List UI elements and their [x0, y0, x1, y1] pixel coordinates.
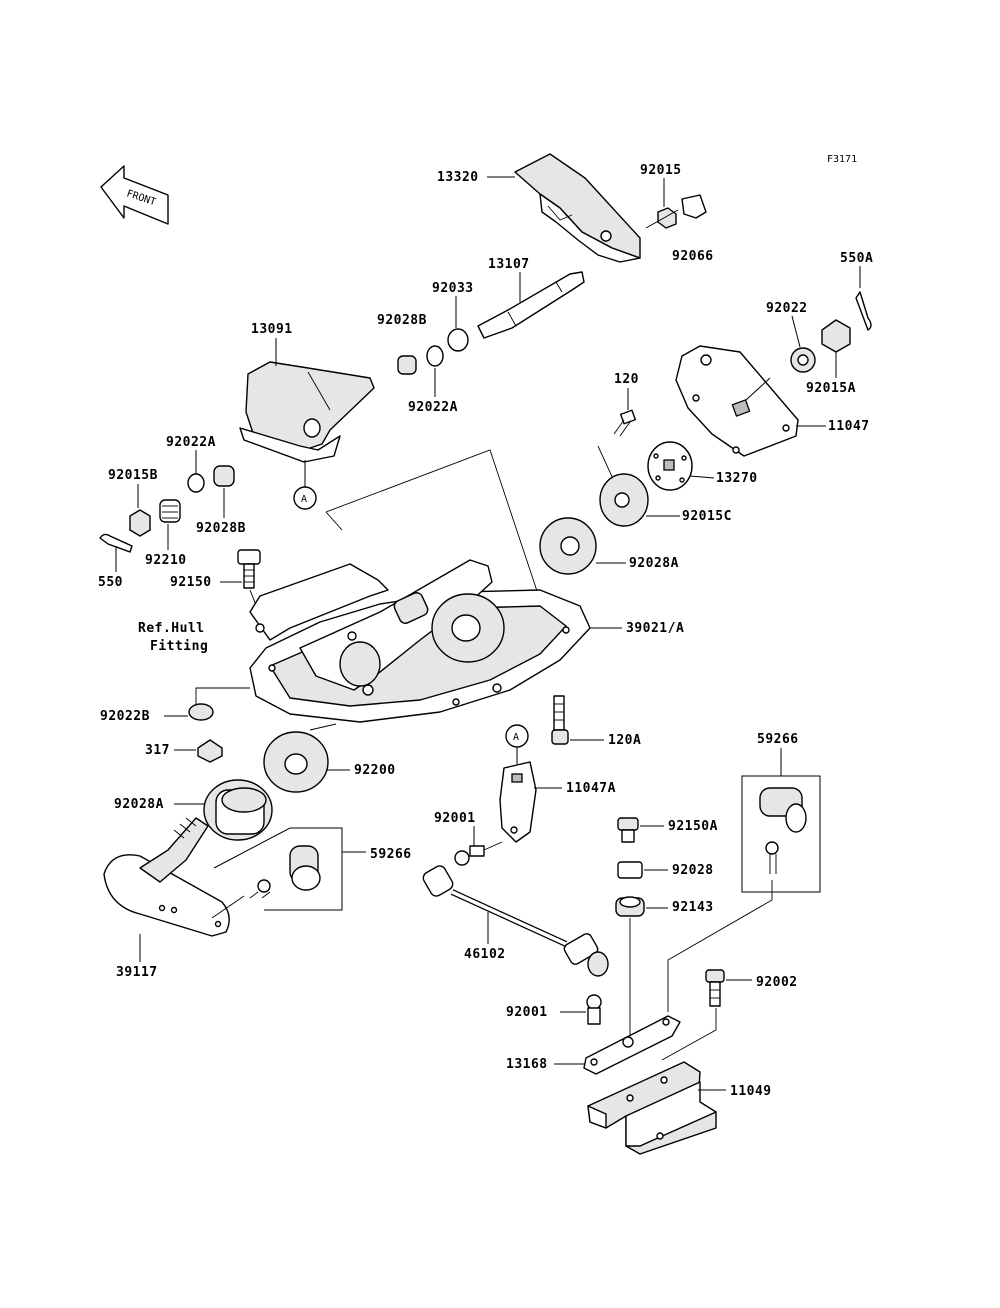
- washer-92022A-left-icon: [187, 473, 205, 493]
- washer-92200: [263, 731, 329, 793]
- callout-317: 317: [145, 743, 170, 758]
- callout-92001-low: 92001: [506, 1005, 548, 1020]
- plate-13168: [583, 1015, 681, 1075]
- bushing-92028B-left-icon: [213, 465, 235, 487]
- circlip-92033-icon: [447, 328, 469, 352]
- callout-92028B-left: 92028B: [196, 521, 246, 536]
- bracket-11049: [587, 1061, 717, 1155]
- bushing-92028A-right: [539, 517, 597, 575]
- nut-317-icon: [197, 739, 223, 763]
- callout-550: 550: [98, 575, 123, 590]
- callout-13320: 13320: [437, 170, 479, 185]
- callout-13091: 13091: [251, 322, 293, 337]
- callout-92028A-left: 92028A: [114, 797, 164, 812]
- callout-92028: 92028: [672, 863, 714, 878]
- callout-59266-left: 59266: [370, 847, 412, 862]
- callout-39117: 39117: [116, 965, 158, 980]
- rod-46102: [422, 865, 609, 977]
- callout-11049: 11049: [730, 1084, 772, 1099]
- callout-92022B: 92022B: [100, 709, 150, 724]
- disc-13270: [647, 441, 693, 491]
- cotter-pin-550A-icon: [855, 291, 872, 331]
- callout-11047: 11047: [828, 419, 870, 434]
- callout-92015B: 92015B: [108, 468, 158, 483]
- callout-92066: 92066: [672, 249, 714, 264]
- callout-92022: 92022: [766, 301, 808, 316]
- bracket-11047A: [499, 761, 537, 843]
- callout-92001-mid: 92001: [434, 811, 476, 826]
- callout-92015A: 92015A: [806, 381, 856, 396]
- cotter-pin-550-icon: [99, 533, 133, 553]
- base-plate-39021A: [249, 559, 591, 723]
- callout-13270: 13270: [716, 471, 758, 486]
- callout-550A: 550A: [840, 251, 873, 266]
- nut-92015B-icon: [129, 509, 151, 537]
- callout-92200: 92200: [354, 763, 396, 778]
- callout-92150: 92150: [170, 575, 212, 590]
- retainer-92066-icon: [681, 194, 707, 219]
- callout-39021A: 39021/A: [626, 621, 684, 636]
- callout-11047A: 11047A: [566, 781, 616, 796]
- callout-92210: 92210: [145, 553, 187, 568]
- callout-120: 120: [614, 372, 639, 387]
- collar-92143-icon: [615, 896, 645, 917]
- ball-joint-92001-mid-icon: [454, 841, 503, 866]
- bolt-92002-icon: [705, 969, 725, 1007]
- bushing-92028-icon: [617, 861, 643, 879]
- callout-46102: 46102: [464, 947, 506, 962]
- callout-13168: 13168: [506, 1057, 548, 1072]
- callout-13107: 13107: [488, 257, 530, 272]
- lever-housing-13320: [514, 153, 641, 263]
- bushing-92028A-left: [203, 779, 273, 841]
- castle-nut-92015A-icon: [821, 319, 851, 353]
- shaft-13107: [477, 271, 585, 339]
- washer-92022A-top-icon: [426, 345, 444, 367]
- nut-92015-icon: [657, 207, 677, 229]
- callout-92143: 92143: [672, 900, 714, 915]
- lever-arm-39117: [103, 817, 230, 937]
- kit-59266-left: [213, 827, 343, 911]
- callout-59266-right: 59266: [757, 732, 799, 747]
- ref-marker-a-lower-label: A: [513, 732, 519, 743]
- collar-92015C: [599, 473, 649, 527]
- figure-code: F3171: [827, 154, 857, 165]
- front-arrow-icon: FRONT: [100, 165, 169, 225]
- callout-92028B-top: 92028B: [377, 313, 427, 328]
- callout-92015C: 92015C: [682, 509, 732, 524]
- bolt-92150A-icon: [617, 817, 639, 843]
- callout-120A: 120A: [608, 733, 641, 748]
- bolt-92150-icon: [237, 549, 261, 589]
- callout-92033: 92033: [432, 281, 474, 296]
- spring-92210-icon: [159, 499, 181, 523]
- callout-92002: 92002: [756, 975, 798, 990]
- ref-marker-a-upper-label: A: [301, 494, 307, 505]
- washer-92022B-icon: [188, 703, 214, 721]
- callout-92150A: 92150A: [668, 819, 718, 834]
- ref-note-line1: Ref.Hull: [138, 621, 205, 636]
- bolt-120A-icon: [551, 695, 569, 745]
- ref-note-line2: Fitting: [150, 639, 208, 654]
- bolt-120-icon: [613, 409, 637, 437]
- ball-joint-92001-low-icon: [586, 994, 602, 1025]
- callout-92028A-right: 92028A: [629, 556, 679, 571]
- housing-13091: [239, 361, 375, 463]
- kit-59266-right: [741, 775, 821, 893]
- bushing-top-icon: [397, 355, 417, 375]
- callout-92015: 92015: [640, 163, 682, 178]
- callout-92022A-left: 92022A: [166, 435, 216, 450]
- callout-92022A-top: 92022A: [408, 400, 458, 415]
- bracket-plate-11047: [675, 345, 799, 457]
